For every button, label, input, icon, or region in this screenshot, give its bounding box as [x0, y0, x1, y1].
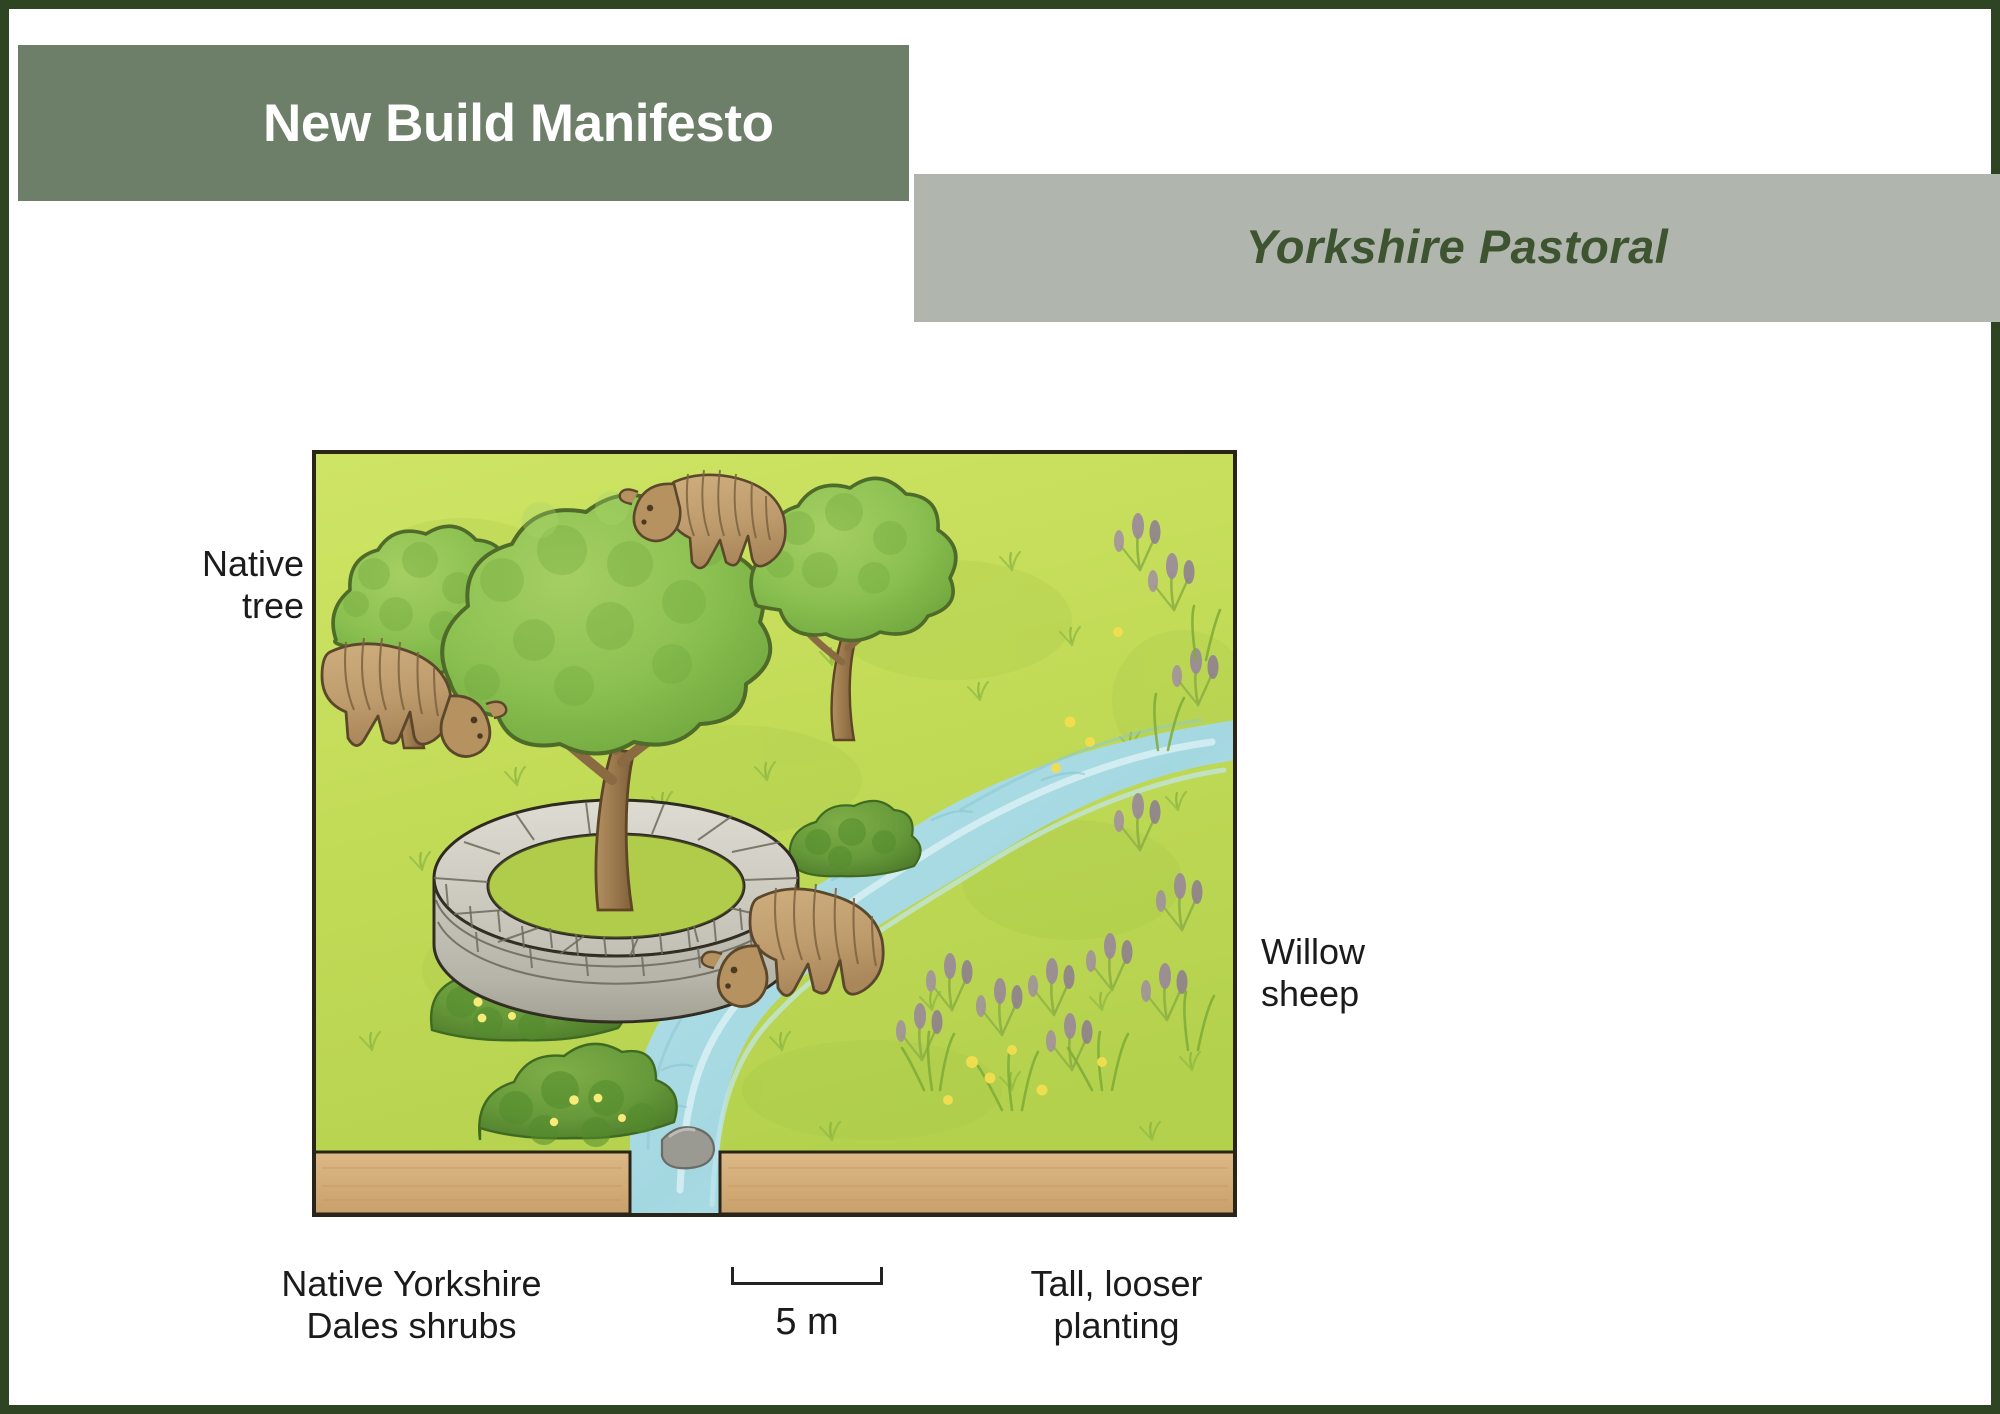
small-native-tree-right	[749, 476, 958, 742]
annotation-native-tree: Native tree	[201, 543, 304, 627]
stream-rock-shape	[660, 1126, 716, 1170]
sheep-left	[320, 637, 508, 758]
page-subtitle: Yorkshire Pastoral	[1245, 219, 1669, 273]
scale-bar-line	[731, 1267, 883, 1285]
annotation-tall-planting: Tall, looser planting	[1030, 1263, 1203, 1347]
path-strip	[314, 1150, 1235, 1215]
annotation-willow-sheep: Willow sheep	[1261, 931, 1365, 1015]
title-banner: New Build Manifesto	[18, 45, 909, 201]
shrub-stream-side	[788, 799, 922, 878]
annotation-dales-shrubs: Native Yorkshire Dales shrubs	[281, 1263, 542, 1347]
wildflowers-yellow	[943, 627, 1123, 1105]
scale-bar-label: 5 m	[775, 1301, 839, 1343]
sheep-by-stream	[700, 883, 885, 1008]
shrub-lower	[478, 1042, 678, 1147]
tall-planting-group	[894, 511, 1222, 1112]
scale-bar: 5 m	[727, 1267, 887, 1344]
page-title: New Build Manifesto	[263, 93, 774, 153]
sheep-upper-right	[618, 469, 787, 570]
garden-plan-illustration	[312, 450, 1237, 1217]
subtitle-banner: Yorkshire Pastoral	[914, 174, 2000, 322]
